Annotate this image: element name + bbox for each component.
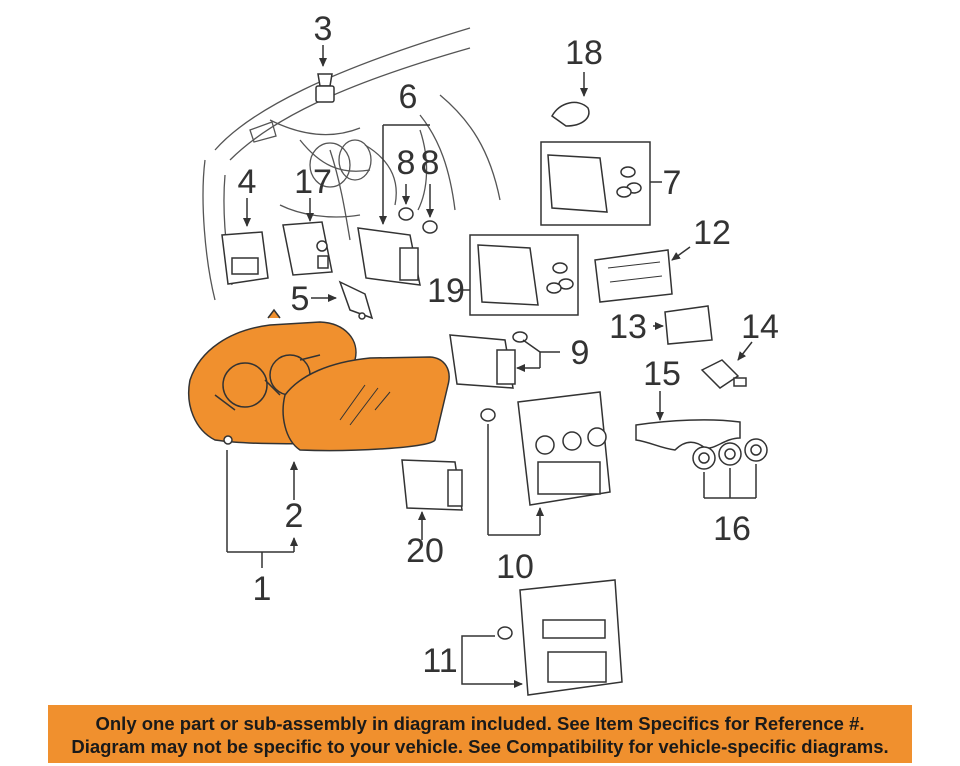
part-3-clip (315, 73, 335, 103)
dashboard-outline (202, 27, 501, 301)
part-16-knobs (692, 438, 768, 470)
part-14-knob (700, 359, 747, 389)
part-8-bulb-right (422, 220, 438, 234)
part-5-switch (338, 280, 374, 320)
callout-19: 19 (427, 272, 465, 310)
part-17-switch (282, 221, 333, 276)
callout-20: 20 (406, 532, 444, 570)
part-20-switch (401, 459, 463, 511)
part-10-bezel (480, 391, 611, 506)
part-19-switch (477, 244, 574, 306)
part-6-switch (357, 227, 421, 286)
part-12-panel (594, 249, 673, 303)
callout-16: 16 (713, 510, 751, 548)
callout-5: 5 (291, 280, 310, 318)
part-13-plate (664, 305, 713, 345)
callout-8-right: 8 (421, 144, 440, 182)
cluster-glass-lens (282, 356, 450, 452)
callout-3: 3 (314, 10, 333, 48)
callout-4: 4 (238, 163, 257, 201)
part-19-box (469, 234, 579, 316)
callout-15: 15 (643, 355, 681, 393)
callout-12: 12 (693, 214, 731, 252)
part-7-switch (547, 154, 642, 213)
callout-13: 13 (609, 308, 647, 346)
part-9-switch (449, 331, 528, 389)
part-4-switch (221, 231, 269, 285)
disclaimer-line-1: Only one part or sub-assembly in diagram… (95, 713, 865, 734)
callout-17: 17 (294, 163, 332, 201)
leader-lines (226, 45, 757, 684)
part-7-box (540, 141, 651, 226)
callout-2: 2 (285, 497, 304, 535)
callout-10: 10 (496, 548, 534, 586)
part-8-bulb-left (398, 207, 414, 221)
part-11-bezel (497, 579, 623, 696)
callout-18: 18 (565, 34, 603, 72)
part-18-socket (551, 101, 590, 127)
callout-8-left: 8 (397, 144, 416, 182)
callout-7: 7 (663, 164, 682, 202)
callout-labels: 1 2 3 4 5 6 7 8 8 9 10 11 12 13 14 15 16… (238, 10, 779, 680)
callout-9: 9 (571, 334, 590, 372)
callout-14: 14 (741, 308, 779, 346)
disclaimer-line-2: Diagram may not be specific to your vehi… (71, 736, 889, 757)
callout-1: 1 (253, 570, 272, 608)
callout-11: 11 (422, 642, 457, 680)
callout-6: 6 (399, 78, 418, 116)
disclaimer-banner: Only one part or sub-assembly in diagram… (48, 705, 912, 763)
